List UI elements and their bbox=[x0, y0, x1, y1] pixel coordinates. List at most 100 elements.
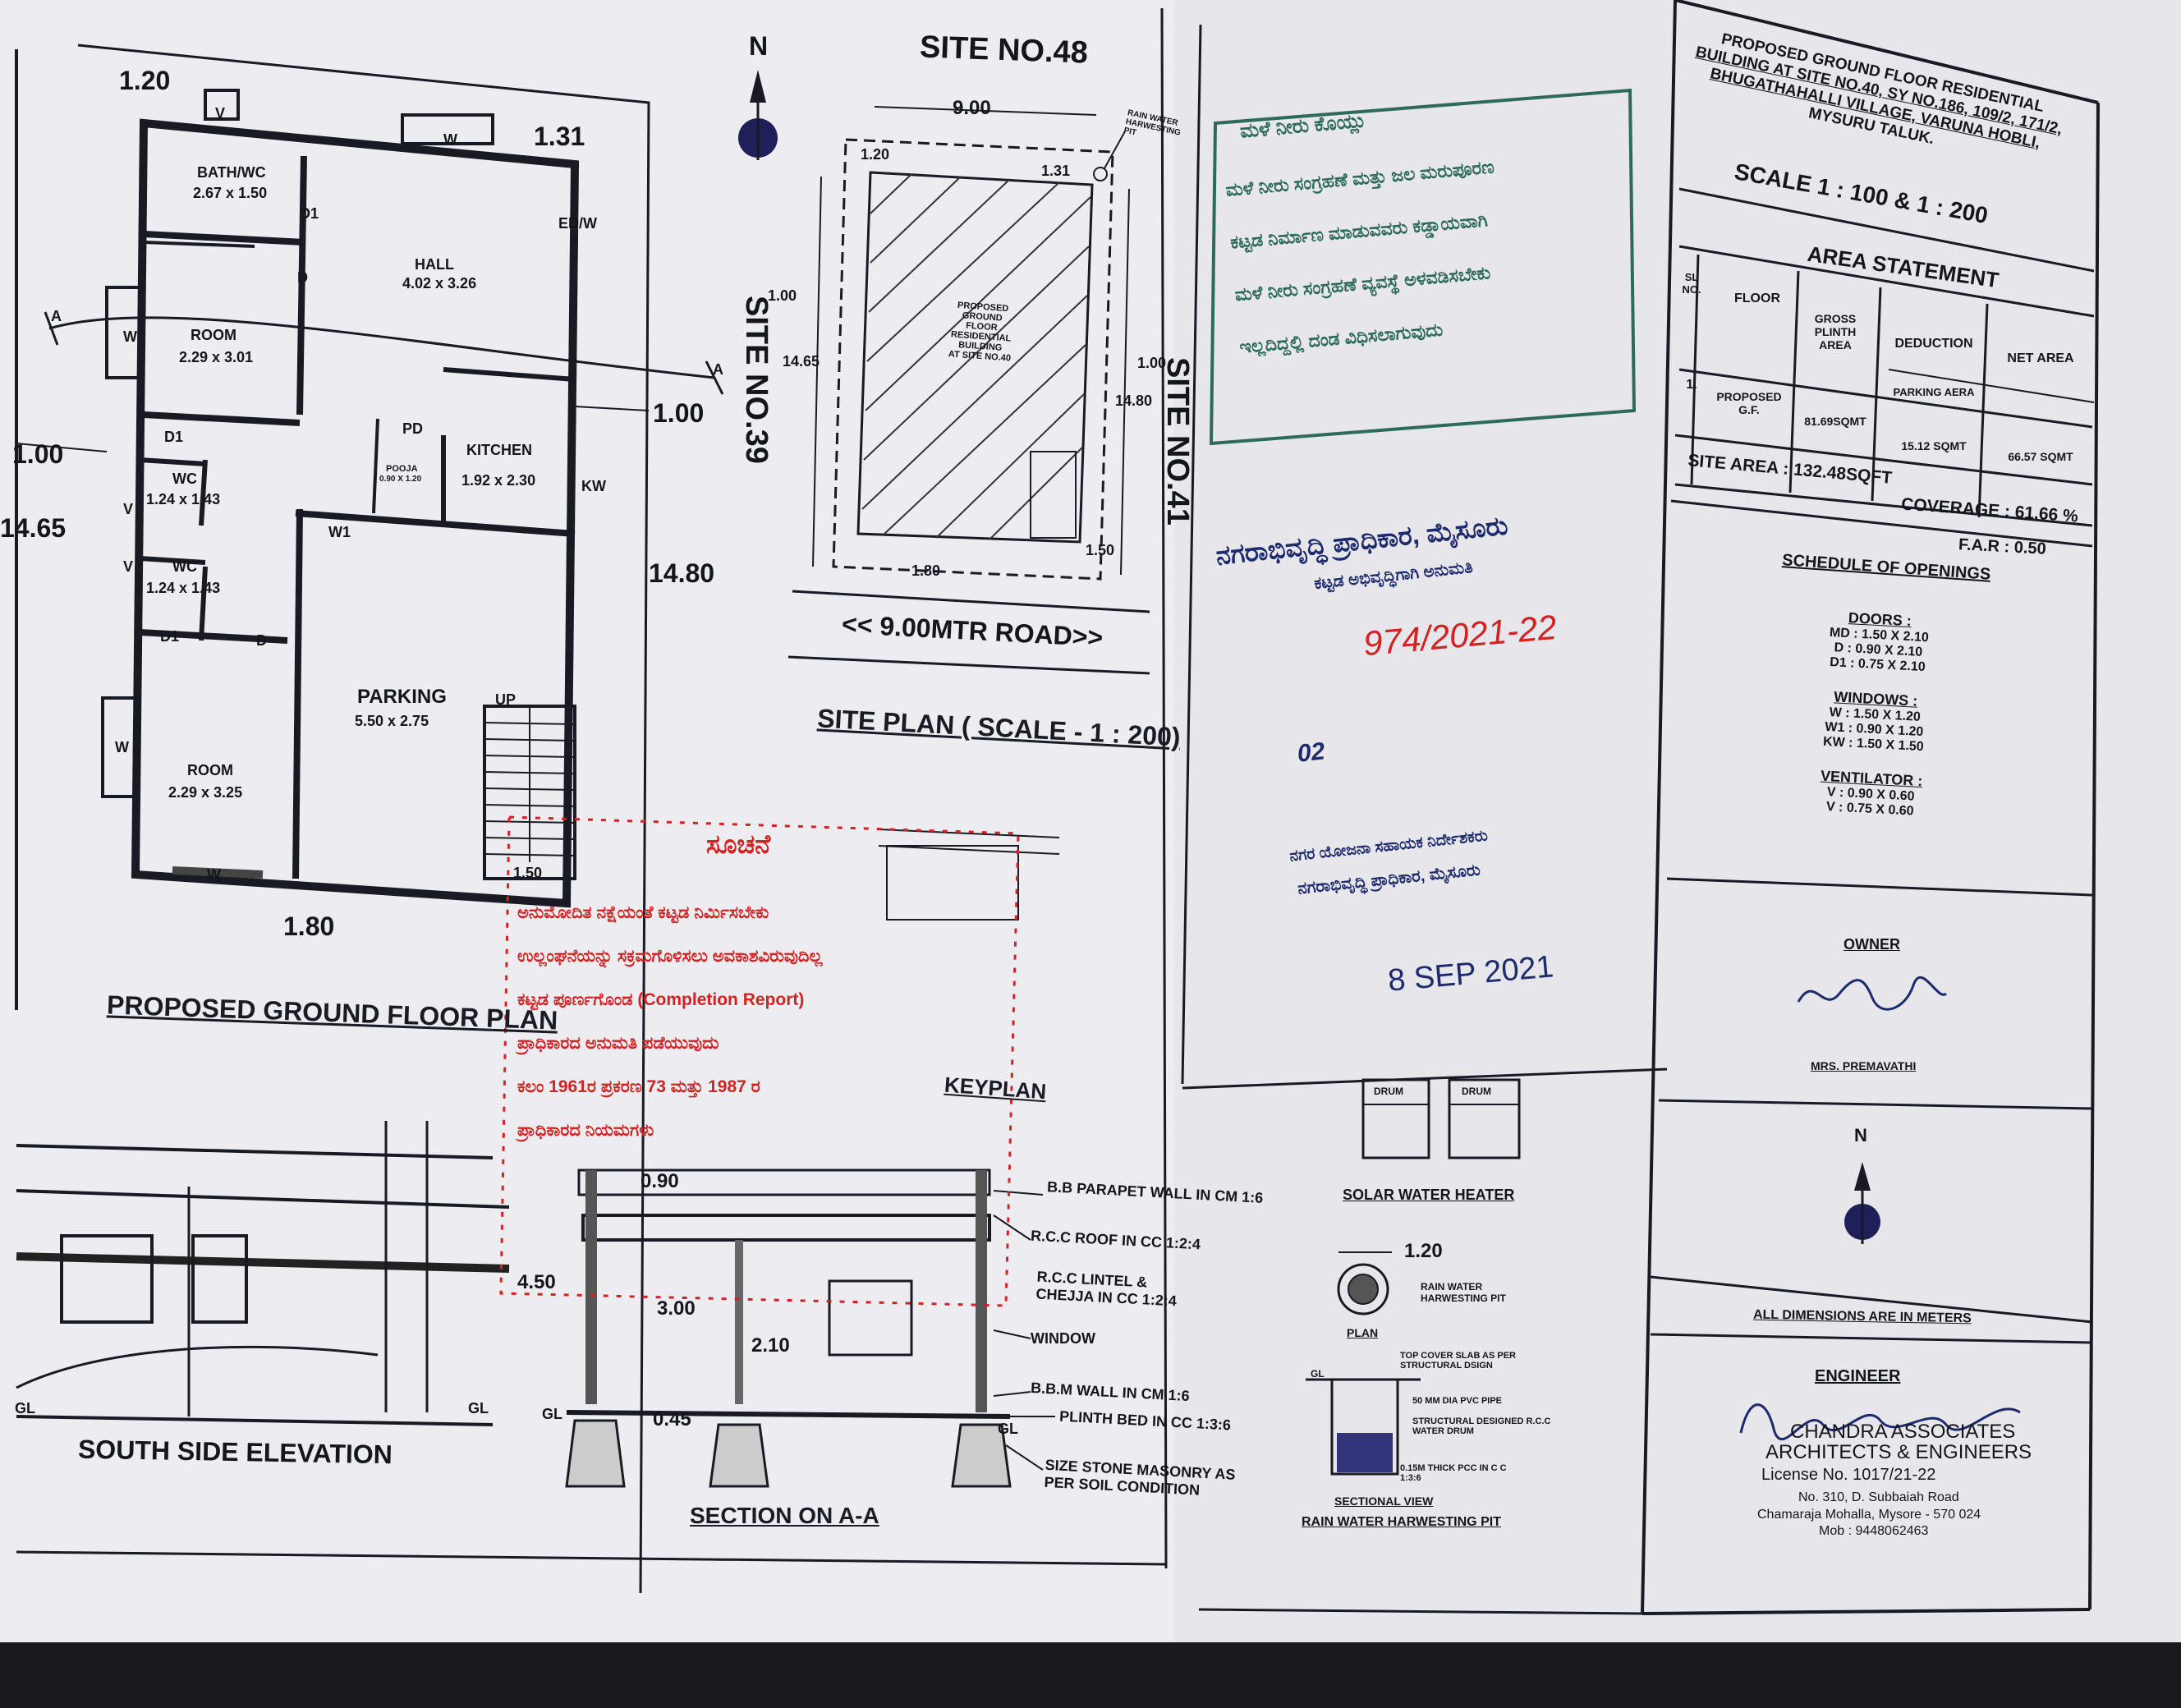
section-note-window: WINDOW bbox=[1031, 1330, 1095, 1347]
drawing-linework bbox=[15, 0, 2100, 1615]
site-top: SITE NO.48 bbox=[919, 30, 1089, 71]
green-stamp-body: ಮಳೆ ನೀರು ಸಂಗ್ರಹಣೆ ಮತ್ತು ಜಲ ಮರುಪೂರಣ ಕಟ್ಟಡ… bbox=[1224, 131, 1627, 374]
site-north: N bbox=[749, 31, 769, 61]
section-dim-h2: 4.50 bbox=[517, 1271, 556, 1293]
elevation-title: SOUTH SIDE ELEVATION bbox=[77, 1434, 393, 1470]
north-arrow-titleblock bbox=[1844, 1162, 1880, 1244]
rain-note-cover: TOP COVER SLAB AS PER STRUCTURAL DSIGN bbox=[1400, 1351, 1516, 1371]
sheet-right bbox=[1174, 0, 2181, 1642]
site-plan-lines bbox=[787, 106, 1150, 675]
elev-gl-left: GL bbox=[15, 1400, 35, 1416]
room-hall-size: 4.02 x 3.26 bbox=[402, 275, 477, 292]
fp-stair-up: UP bbox=[495, 691, 517, 708]
section-dim-h5: 0.45 bbox=[653, 1408, 691, 1430]
address-line: Chamaraja Mohalla, Mysore - 570 024 bbox=[1757, 1508, 1981, 1522]
stamp-outlines bbox=[499, 88, 1637, 1307]
fp-vent-wc2: V bbox=[123, 558, 134, 575]
red-stamp-line: ಪ್ರಾಧಿಕಾರದ ನಿಯಮಗಳು bbox=[517, 1121, 654, 1140]
fp-pooja-size: 0.90 X 1.20 bbox=[379, 475, 422, 484]
site-setback-top-left: 1.20 bbox=[861, 146, 890, 163]
fp-window-w1: W1 bbox=[328, 524, 351, 540]
firm-sub: ARCHITECTS & ENGINEERS bbox=[1765, 1441, 2032, 1463]
fp-door-d1-c: D1 bbox=[160, 628, 180, 645]
red-stamp-line: ಕಲಂ 1961ರ ಪ್ರಕರಣ 73 ಮತ್ತು 1987 ರ bbox=[517, 1077, 760, 1096]
site-left: SITE NO.39 bbox=[739, 296, 774, 464]
room-room1-name: ROOM bbox=[191, 327, 236, 343]
section-dim-h1: 0.90 bbox=[641, 1170, 679, 1192]
north-arrow-site bbox=[738, 70, 778, 160]
room-bath-size: 2.67 x 1.50 bbox=[193, 185, 268, 201]
area-header-deduction: DEDUCTION bbox=[1894, 337, 1973, 351]
engineer-title: ENGINEER bbox=[1815, 1367, 1901, 1385]
elev-gl-right: GL bbox=[468, 1400, 489, 1416]
area-header-sl: SL NO. bbox=[1682, 271, 1701, 296]
area-cell-sl: 1. bbox=[1686, 378, 1697, 392]
bottom-band bbox=[0, 1642, 2181, 1708]
site-setback-right: 1.00 bbox=[1137, 355, 1167, 371]
fp-section-a-left: A bbox=[51, 308, 62, 324]
rain-gl: GL bbox=[1311, 1368, 1325, 1380]
license-no: License No. 1017/21-22 bbox=[1761, 1466, 1936, 1484]
fp-window-left1: W bbox=[123, 328, 137, 345]
site-width: 9.00 bbox=[953, 97, 991, 119]
room-wc1-size: 1.24 x 1.43 bbox=[146, 491, 221, 507]
site-setback-left: 1.00 bbox=[768, 287, 797, 304]
fp-vent-top: V bbox=[215, 105, 226, 122]
dim-left-total: 14.65 bbox=[0, 513, 67, 543]
fp-door-d1-a: D1 bbox=[300, 205, 319, 222]
area-deduction-sub: PARKING AERA bbox=[1893, 386, 1975, 398]
room-room1-size: 2.29 x 3.01 bbox=[179, 349, 254, 365]
details-lines bbox=[1306, 1078, 1521, 1476]
authority-years: 02 bbox=[1296, 737, 1326, 768]
engineer-signature bbox=[1733, 1388, 2028, 1449]
rain-pit-label: RAIN WATER HARWESTING PIT bbox=[1421, 1281, 1506, 1304]
owner-title: OWNER bbox=[1844, 936, 1900, 953]
section-title: SECTION ON A-A bbox=[690, 1503, 879, 1528]
solar-drum-1: DRUM bbox=[1374, 1086, 1403, 1097]
room-wc2-size: 1.24 x 1.43 bbox=[146, 580, 221, 596]
section-lines bbox=[565, 829, 1060, 1488]
titleblock-north: N bbox=[1854, 1125, 1867, 1146]
fp-section-a-right: A bbox=[713, 361, 723, 378]
room-room2-size: 2.29 x 3.25 bbox=[168, 784, 243, 801]
red-stamp-body: ಅನುಮೋದಿತ ನಕ್ಷೆಯಂತೆ ಕಟ್ಟಡ ನಿರ್ಮಿಸಬೇಕು ಉಲ್… bbox=[517, 891, 994, 1152]
dim-left: 1.00 bbox=[12, 439, 64, 469]
dim-bottom: 1.80 bbox=[283, 911, 335, 941]
red-stamp-line: ಪ್ರಾಧಿಕಾರದ ಅನುಮತಿ ಪಡೆಯುವುದು bbox=[517, 1034, 719, 1053]
solar-drum-2: DRUM bbox=[1462, 1086, 1491, 1097]
fp-window-top: W bbox=[443, 131, 457, 148]
area-header-floor: FLOOR bbox=[1734, 292, 1780, 305]
red-stamp-line: ಉಲ್ಲಂಘನೆಯನ್ನು ಸಕ್ರಮಗೊಳಿಸಲು ಅವಕಾಶವಿರುವುದಿ… bbox=[517, 947, 823, 966]
section-dim-h3: 3.00 bbox=[657, 1297, 696, 1320]
fp-door-d-a: D bbox=[297, 269, 308, 286]
room-kitchen-name: KITCHEN bbox=[466, 442, 532, 458]
site-depth-right: 14.80 bbox=[1115, 393, 1153, 409]
area-cell-gross: 81.69SQMT bbox=[1804, 415, 1866, 428]
room-parking-size: 5.50 x 2.75 bbox=[355, 713, 429, 729]
elevation-lines bbox=[16, 1121, 510, 1426]
openings-list: DOORS : MD : 1.50 X 2.10 D : 0.90 X 2.10… bbox=[1804, 608, 1946, 820]
dim-mid-right: 1.00 bbox=[653, 398, 705, 428]
area-cell-deduction: 15.12 SQMT bbox=[1901, 439, 1967, 452]
owner-name: MRS. PREMAVATHI bbox=[1811, 1059, 1917, 1072]
red-stamp-title: ಸೂಚನೆ bbox=[706, 829, 771, 859]
solar-title: SOLAR WATER HEATER bbox=[1343, 1187, 1515, 1203]
room-room2-name: ROOM bbox=[187, 762, 233, 778]
fp-window-kw: KW bbox=[581, 478, 606, 494]
area-cell-net: 66.57 SQMT bbox=[2008, 450, 2073, 463]
fp-window-left2: W bbox=[115, 739, 129, 755]
section-dim-h4: 2.10 bbox=[751, 1334, 790, 1357]
area-cell-floor: PROPOSED G.F. bbox=[1716, 390, 1782, 416]
fp-door-pd: PD bbox=[402, 420, 424, 437]
rain-note-drum: STRUCTURAL DESIGNED R.C.C WATER DRUM bbox=[1412, 1416, 1551, 1436]
room-hall-name: HALL bbox=[415, 256, 454, 273]
dim-right-total: 14.80 bbox=[649, 558, 715, 588]
site-right: SITE NO.41 bbox=[1160, 357, 1195, 526]
address-line: No. 310, D. Subbaiah Road bbox=[1798, 1490, 1959, 1504]
rain-dim: 1.20 bbox=[1404, 1240, 1443, 1262]
rain-note-pipe: 50 MM DIA PVC PIPE bbox=[1412, 1396, 1503, 1406]
fp-vent-wc1: V bbox=[123, 501, 134, 517]
red-stamp-line: ಕಟ್ಟಡ ಪೂರ್ಣಗೊಂಡ (Completion Report) bbox=[517, 990, 805, 1009]
area-header-net: NET AREA bbox=[2007, 351, 2074, 365]
fp-pooja: POOJA bbox=[386, 464, 418, 474]
